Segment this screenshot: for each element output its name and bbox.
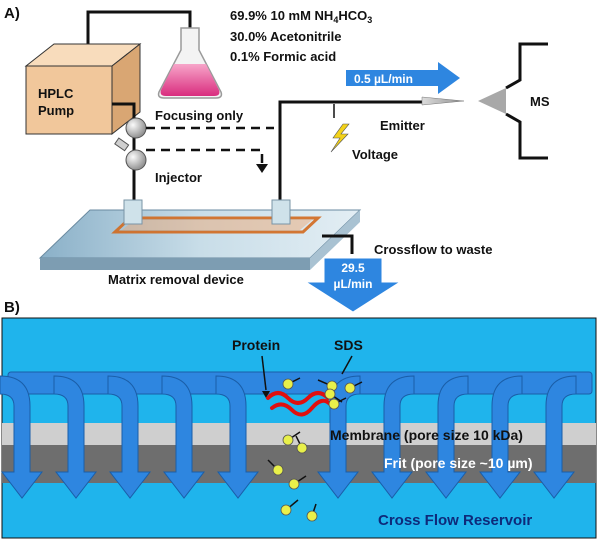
sds-pointer <box>341 355 353 375</box>
solvent-line-2: 30.0% Acetonitrile <box>230 29 342 44</box>
panel-b-label: B) <box>4 299 20 316</box>
sds-molecule-icon <box>280 504 292 516</box>
flow-arrow-left-5 <box>215 375 260 499</box>
lightning-bolt-icon <box>330 123 350 153</box>
protein-chain-2 <box>270 398 332 417</box>
panel-b: B) <box>0 299 597 539</box>
crossflow-rate-line2: µL/min <box>334 277 373 291</box>
panel-a: A) HPLC Pump 69.9% 10 mM NH4HCO3 30.0% A… <box>4 5 550 313</box>
flow-arrow-right-5 <box>532 375 577 499</box>
flow-arrow-right-2 <box>370 375 415 499</box>
sds-molecule-icon <box>344 382 356 394</box>
solvent-line-3: 0.1% Formic acid <box>230 49 336 64</box>
protein-pointer <box>261 355 267 391</box>
ms-label: MS <box>530 94 550 109</box>
emitter-icon <box>421 96 465 106</box>
hplc-pump: HPLC Pump <box>24 42 142 136</box>
sds-label: SDS <box>334 337 363 353</box>
flow-arrow-right-4 <box>478 375 523 499</box>
flow-arrow-left-2 <box>53 375 98 499</box>
injector-label: Injector <box>155 170 202 185</box>
protein-pointer-head <box>262 391 270 398</box>
flow-arrow-left-3 <box>107 375 152 499</box>
protein-chain-1 <box>266 391 330 405</box>
sds-molecule-icon <box>296 442 308 454</box>
flow-arrow-right-1 <box>316 375 361 499</box>
sds-molecule-icon <box>282 378 294 390</box>
device-outlet-tube <box>278 100 422 210</box>
injector-valve-icon <box>125 149 147 171</box>
sds-molecules <box>267 377 363 522</box>
sds-molecule-icon <box>328 398 340 410</box>
flow-arrow-right-3 <box>424 375 469 499</box>
ms-inlet-upper <box>505 42 548 90</box>
flow-rate-arrow <box>346 62 460 94</box>
left-flow-arrows <box>0 375 260 499</box>
protein-label: Protein <box>232 337 280 353</box>
emitter-label: Emitter <box>380 118 425 133</box>
sds-molecule-icon <box>282 434 294 446</box>
solvent-line-1: 69.9% 10 mM NH4HCO3 <box>230 8 372 25</box>
sds-molecule-icon <box>324 388 336 400</box>
membrane-label: Membrane (pore size 10 kDa) <box>330 427 523 443</box>
crossflow-rate-line1: 29.5 <box>341 261 365 275</box>
reservoir-label: Cross Flow Reservoir <box>378 512 532 529</box>
device-label: Matrix removal device <box>108 272 244 287</box>
solvent-flask-icon <box>157 27 223 99</box>
sds-molecule-icon <box>306 510 318 522</box>
pump-label-line2: Pump <box>38 103 74 118</box>
ms-cone-icon <box>478 88 506 114</box>
panel-a-label: A) <box>4 5 20 22</box>
bypass-dashed-line <box>146 148 264 164</box>
sds-molecule-icon <box>288 478 300 490</box>
valve-handle-icon <box>114 137 130 152</box>
flow-arrow-left-1 <box>0 375 44 499</box>
crossflow-rate-arrow <box>304 257 402 313</box>
focusing-valve-icon <box>125 117 147 139</box>
pump-outlet-tube <box>112 102 136 124</box>
flow-rate-label: 0.5 µL/min <box>354 72 413 86</box>
crossflow-tube <box>322 234 354 254</box>
flow-arrow-left-4 <box>161 375 206 499</box>
bypass-arrowhead-icon <box>256 164 268 173</box>
ms-inlet-lower <box>505 112 548 160</box>
crossflow-label: Crossflow to waste <box>374 242 492 257</box>
focusing-label: Focusing only <box>155 108 244 123</box>
voltage-label: Voltage <box>352 147 398 162</box>
matrix-removal-device <box>38 199 362 270</box>
pump-label-line1: HPLC <box>38 86 74 101</box>
frit-label: Frit (pore size ~10 µm) <box>384 455 533 471</box>
right-flow-arrows <box>316 375 577 499</box>
sds-molecule-icon <box>272 464 284 476</box>
